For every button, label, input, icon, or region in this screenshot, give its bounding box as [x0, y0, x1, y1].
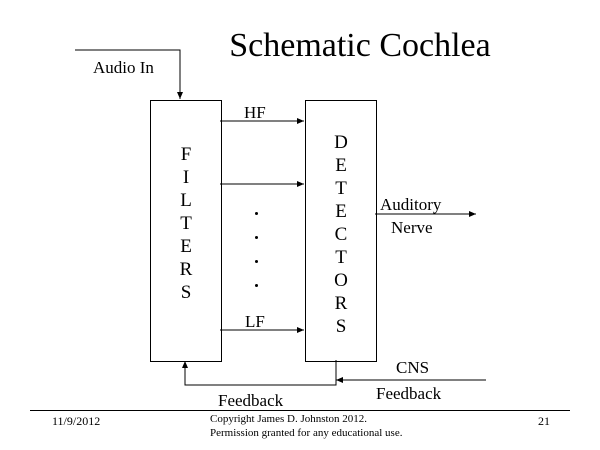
- ellipsis-dot: [255, 236, 258, 239]
- detectors-letter: C: [334, 224, 348, 245]
- nerve-label: Nerve: [391, 218, 433, 237]
- detectors-letter: O: [334, 270, 348, 291]
- detectors-block: D E T E C T O R S: [305, 100, 377, 362]
- detectors-letter: E: [335, 201, 347, 222]
- footer-divider: [30, 410, 570, 411]
- footer-copyright-line2: Permission granted for any educational u…: [210, 427, 403, 439]
- filters-block: F I L T E R S: [150, 100, 222, 362]
- detectors-letter: E: [335, 155, 347, 176]
- detectors-letter: S: [335, 316, 347, 337]
- footer-copyright-line1: Copyright James D. Johnston 2012.: [210, 413, 368, 425]
- cns-label: CNS: [396, 358, 430, 377]
- detectors-letter: R: [334, 293, 348, 314]
- detectors-letter: D: [334, 132, 348, 153]
- detectors-letter: T: [335, 178, 347, 199]
- ellipsis-dot: [255, 284, 258, 287]
- slide-title: Schematic Cochlea: [229, 27, 491, 64]
- ellipsis-dot: [255, 260, 258, 263]
- cns-feedback-label: Feedback: [376, 384, 442, 403]
- audio-in-label: Audio In: [93, 58, 154, 77]
- feedback-loop-arrow: [182, 360, 337, 386]
- filters-letter: L: [180, 190, 192, 211]
- detectors-letter: T: [335, 247, 347, 268]
- footer-page-number: 21: [538, 414, 550, 428]
- filters-letter: S: [180, 282, 192, 303]
- filters-letter: T: [180, 213, 192, 234]
- ellipsis-dot: [255, 212, 258, 215]
- detectors-label: D E T E C T O R S: [306, 131, 376, 338]
- filters-label: F I L T E R S: [151, 143, 221, 304]
- filters-letter: I: [182, 167, 190, 188]
- lf-label: LF: [245, 312, 265, 331]
- feedback-label: Feedback: [218, 391, 284, 410]
- auditory-label: Auditory: [380, 195, 442, 214]
- filters-letter: R: [179, 259, 193, 280]
- footer-date: 11/9/2012: [52, 414, 101, 428]
- hf-label: HF: [244, 103, 266, 122]
- filters-letter: F: [180, 144, 192, 165]
- audio-in-arrow: [75, 49, 183, 99]
- filters-letter: E: [180, 236, 192, 257]
